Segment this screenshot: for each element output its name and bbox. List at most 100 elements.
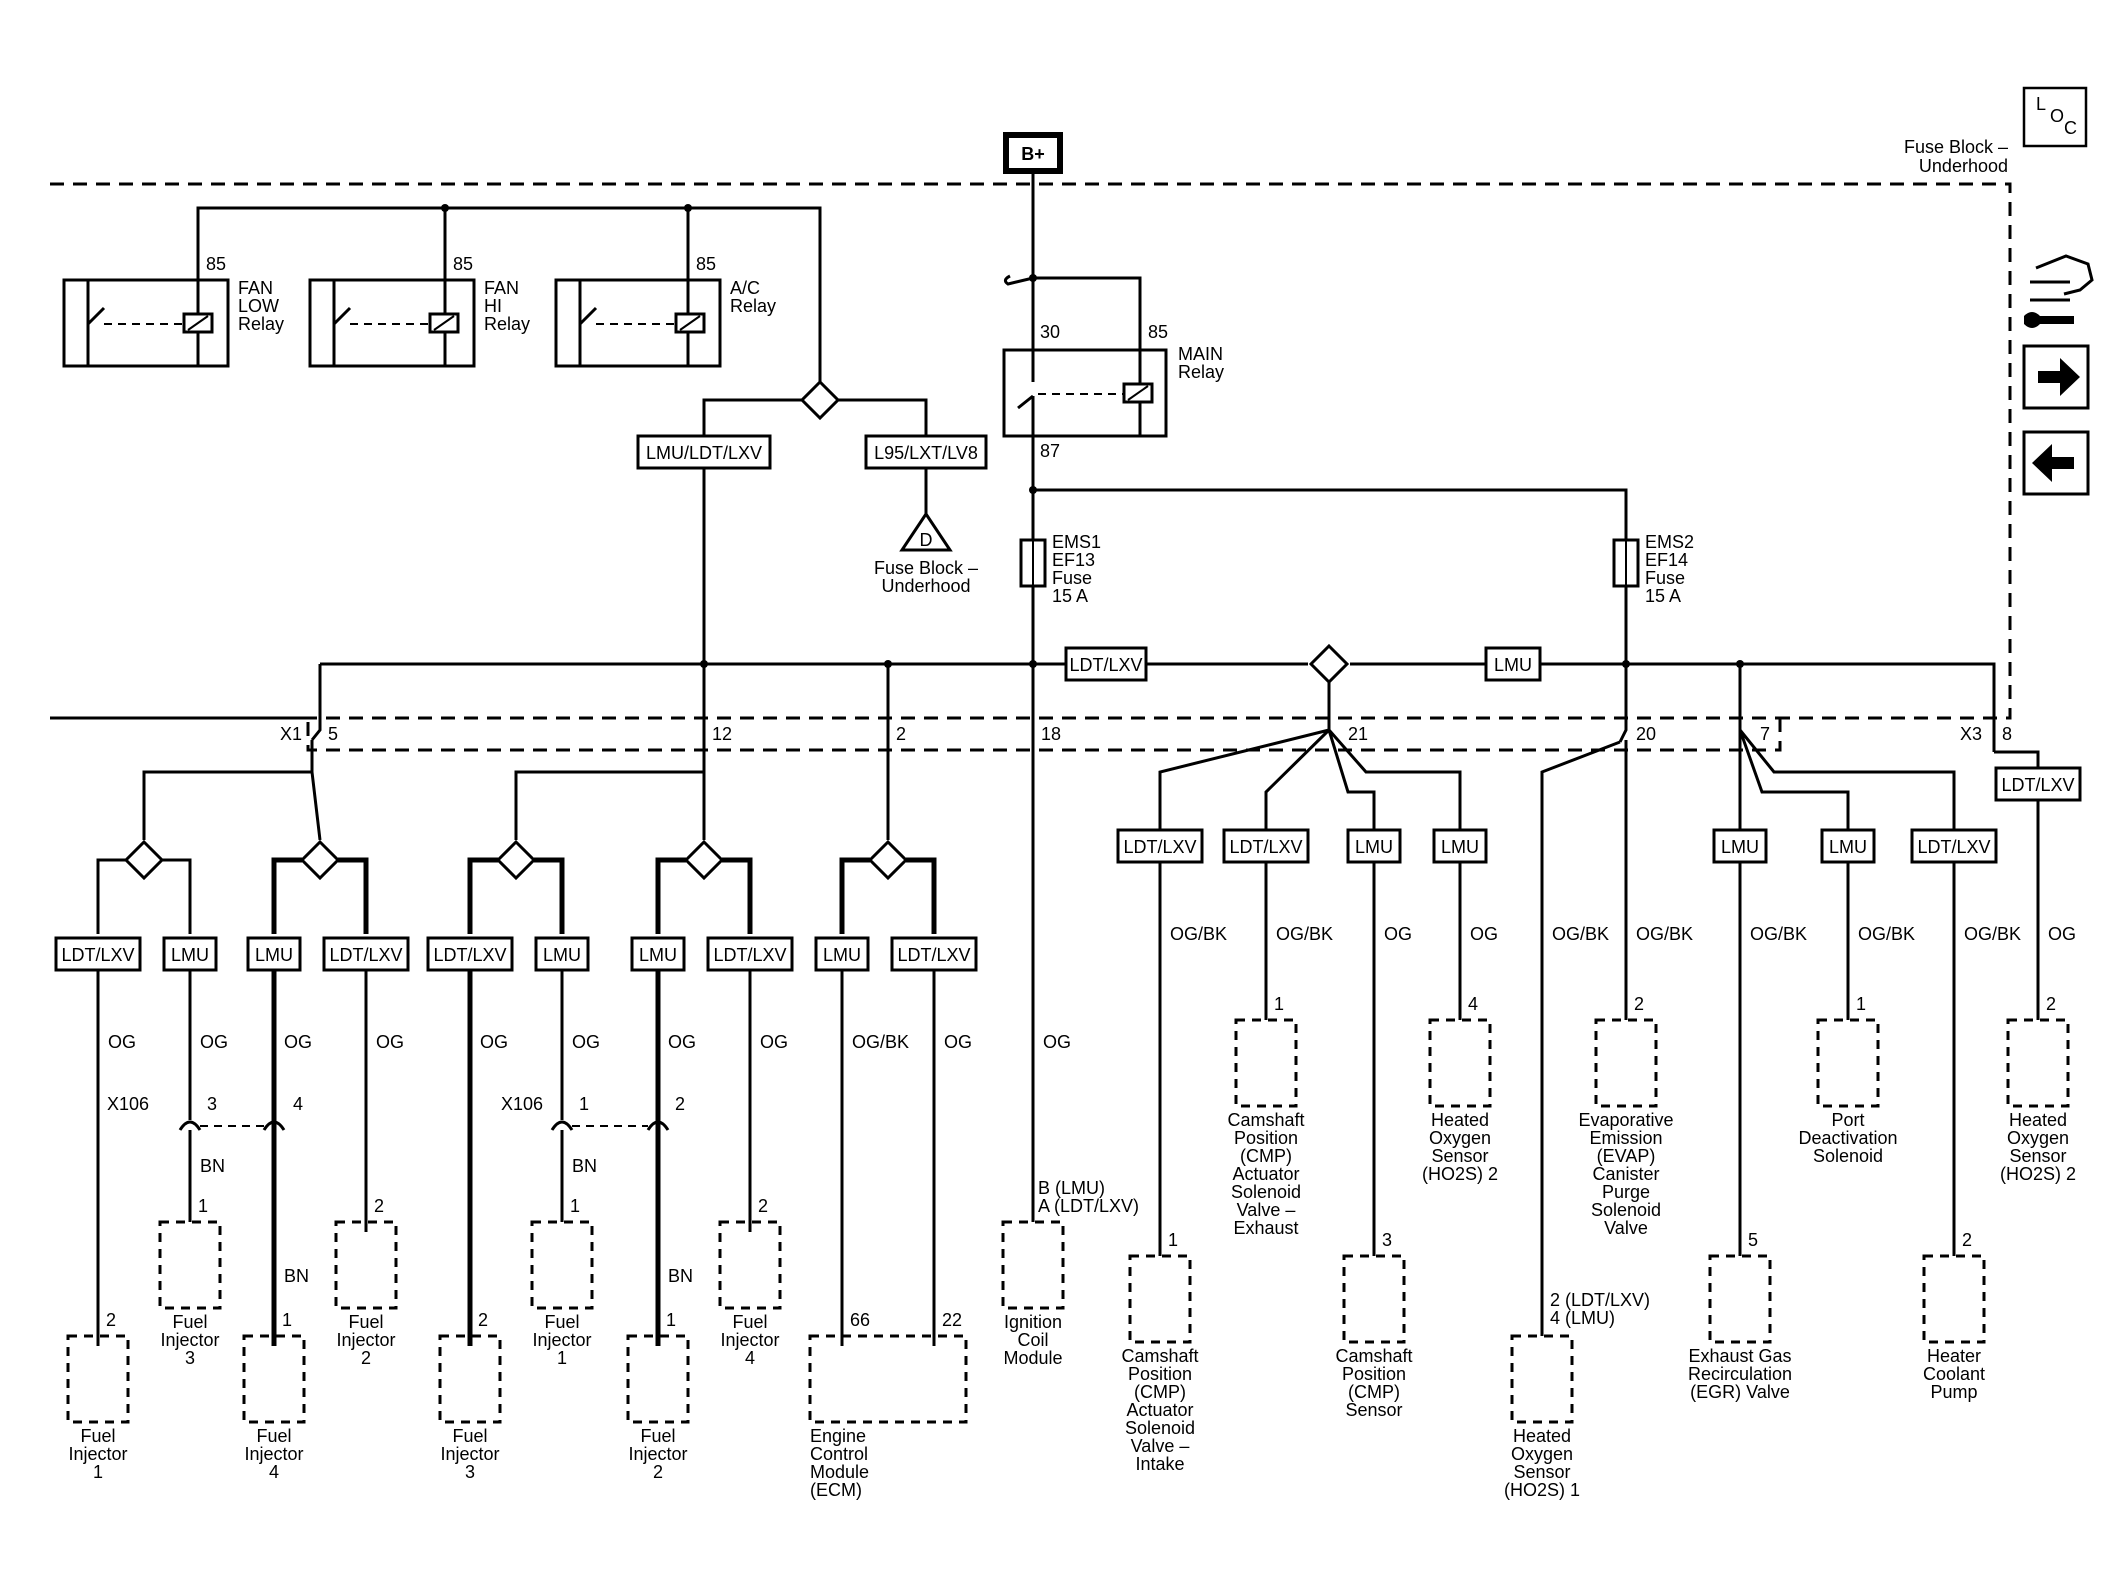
- svg-text:X106: X106: [107, 1094, 149, 1114]
- svg-text:3: 3: [207, 1094, 217, 1114]
- svg-text:(ECM): (ECM): [810, 1480, 862, 1500]
- svg-text:Valve: Valve: [1604, 1218, 1648, 1238]
- svg-text:(CMP): (CMP): [1134, 1382, 1186, 1402]
- svg-text:L: L: [2036, 94, 2046, 114]
- egr-valve: 5 Exhaust Gas Recirculation (EGR) Valve: [1688, 1230, 1792, 1402]
- svg-text:85: 85: [1148, 322, 1168, 342]
- svg-text:EMS1: EMS1: [1052, 532, 1101, 552]
- fan-hi-relay: 85 FAN HI Relay: [308, 254, 530, 368]
- svg-text:LMU: LMU: [543, 945, 581, 965]
- svg-text:Coolant: Coolant: [1923, 1364, 1985, 1384]
- svg-text:7: 7: [1760, 724, 1770, 744]
- svg-text:2: 2: [1962, 1230, 1972, 1250]
- svg-text:Fuse: Fuse: [1645, 568, 1685, 588]
- svg-text:2: 2: [675, 1094, 685, 1114]
- x106-connector-a: X106 3 4 BN BN: [107, 1094, 309, 1346]
- svg-text:12: 12: [712, 724, 732, 744]
- svg-text:2: 2: [758, 1196, 768, 1216]
- svg-text:3: 3: [1382, 1230, 1392, 1250]
- svg-text:1: 1: [1274, 994, 1284, 1014]
- svg-text:LDT/LXV: LDT/LXV: [61, 945, 134, 965]
- right-tag-1: LDT/LXV: [1116, 828, 1204, 864]
- fuel-injector-3-upper: 1 Fuel Injector 3: [158, 1196, 222, 1368]
- svg-text:Solenoid: Solenoid: [1813, 1146, 1883, 1166]
- svg-text:1: 1: [198, 1196, 208, 1216]
- svg-text:FAN: FAN: [238, 278, 273, 298]
- svg-text:Fuse Block –: Fuse Block –: [1904, 137, 2008, 157]
- bplus-feed: [1003, 171, 1142, 354]
- left-tag-2: LMU: [162, 936, 218, 972]
- svg-text:3: 3: [465, 1462, 475, 1482]
- svg-text:22: 22: [942, 1310, 962, 1330]
- svg-text:OG/BK: OG/BK: [852, 1032, 909, 1052]
- right-tag-2: LDT/LXV: [1222, 828, 1310, 864]
- svg-text:1: 1: [1856, 994, 1866, 1014]
- right-tag-8: LDT/LXV: [1994, 766, 2082, 802]
- svg-text:Evaporative: Evaporative: [1578, 1110, 1673, 1130]
- fuel-injector-1-lower: 2 Fuel Injector 1: [66, 1310, 130, 1482]
- svg-text:OG: OG: [480, 1032, 508, 1052]
- svg-text:Camshaft: Camshaft: [1335, 1346, 1412, 1366]
- svg-text:OG/BK: OG/BK: [1964, 924, 2021, 944]
- left-wire-colors: OG OG OG OG OG OG OG OG OG/BK OG: [108, 1032, 972, 1052]
- svg-text:OG: OG: [200, 1032, 228, 1052]
- svg-text:Ignition: Ignition: [1004, 1312, 1062, 1332]
- svg-text:EF14: EF14: [1645, 550, 1688, 570]
- svg-text:1: 1: [666, 1310, 676, 1330]
- svg-text:(CMP): (CMP): [1348, 1382, 1400, 1402]
- svg-text:Underhood: Underhood: [881, 576, 970, 596]
- svg-text:4: 4: [269, 1462, 279, 1482]
- svg-text:LMU: LMU: [255, 945, 293, 965]
- arrow-right-icon[interactable]: [2022, 344, 2090, 410]
- fuse-ems2: EMS2 EF14 Fuse 15 A: [1612, 532, 1694, 606]
- svg-text:Heated: Heated: [1513, 1426, 1571, 1446]
- service-tool-icon[interactable]: [2024, 254, 2094, 328]
- fuse-block-outline: [50, 182, 2012, 752]
- svg-text:Actuator: Actuator: [1232, 1164, 1299, 1184]
- svg-text:Oxygen: Oxygen: [1511, 1444, 1573, 1464]
- engine-control-module: 66 22 Engine Control Module (ECM): [808, 1310, 968, 1500]
- left-tag-1: LDT/LXV: [54, 936, 142, 972]
- svg-text:Solenoid: Solenoid: [1231, 1182, 1301, 1202]
- svg-text:(EVAP): (EVAP): [1597, 1146, 1656, 1166]
- fuel-injector-4-upper: 2 Fuel Injector 4: [718, 1196, 782, 1368]
- connector-labels: X1 5 12 2 18 21 20 7 X3 8: [280, 724, 2012, 744]
- svg-text:2: 2: [374, 1196, 384, 1216]
- svg-text:Injector: Injector: [440, 1444, 499, 1464]
- right-tag-3: LMU: [1346, 828, 1402, 864]
- svg-text:Position: Position: [1342, 1364, 1406, 1384]
- svg-text:B+: B+: [1021, 144, 1045, 164]
- svg-text:Injector: Injector: [628, 1444, 687, 1464]
- svg-text:OG/BK: OG/BK: [1636, 924, 1693, 944]
- svg-text:Fuel: Fuel: [80, 1426, 115, 1446]
- svg-text:Module: Module: [1003, 1348, 1062, 1368]
- svg-text:LMU: LMU: [171, 945, 209, 965]
- fuel-injector-1-upper: 1 Fuel Injector 1: [530, 1196, 594, 1368]
- bus-tag-lmu: LMU: [1484, 646, 1542, 682]
- svg-text:1: 1: [579, 1094, 589, 1114]
- right-tag-4: LMU: [1432, 828, 1488, 864]
- reference-d: D Fuse Block – Underhood: [874, 468, 978, 596]
- svg-text:LMU: LMU: [1441, 837, 1479, 857]
- svg-text:Port: Port: [1831, 1110, 1864, 1130]
- arrow-left-icon[interactable]: [2022, 430, 2090, 496]
- svg-text:4: 4: [1468, 994, 1478, 1014]
- svg-text:Injector: Injector: [532, 1330, 591, 1350]
- svg-text:FAN: FAN: [484, 278, 519, 298]
- svg-text:Fuel: Fuel: [348, 1312, 383, 1332]
- svg-text:Fuse: Fuse: [1052, 568, 1092, 588]
- svg-text:LMU: LMU: [1494, 655, 1532, 675]
- main-relay: 30 85 87 MAIN Relay: [1002, 322, 1224, 461]
- left-tag-6: LMU: [534, 936, 590, 972]
- svg-text:A/C: A/C: [730, 278, 760, 298]
- svg-text:OG/BK: OG/BK: [1750, 924, 1807, 944]
- splitter-5: [839, 839, 937, 934]
- fuel-injector-2-lower: 1 Fuel Injector 2: [626, 1310, 690, 1482]
- svg-text:BN: BN: [572, 1156, 597, 1176]
- loc-icon[interactable]: L O C: [2022, 86, 2088, 148]
- svg-text:Exhaust Gas: Exhaust Gas: [1688, 1346, 1791, 1366]
- svg-text:(HO2S) 2: (HO2S) 2: [2000, 1164, 2076, 1184]
- svg-text:Module: Module: [810, 1462, 869, 1482]
- svg-text:Pump: Pump: [1930, 1382, 1977, 1402]
- svg-text:4: 4: [745, 1348, 755, 1368]
